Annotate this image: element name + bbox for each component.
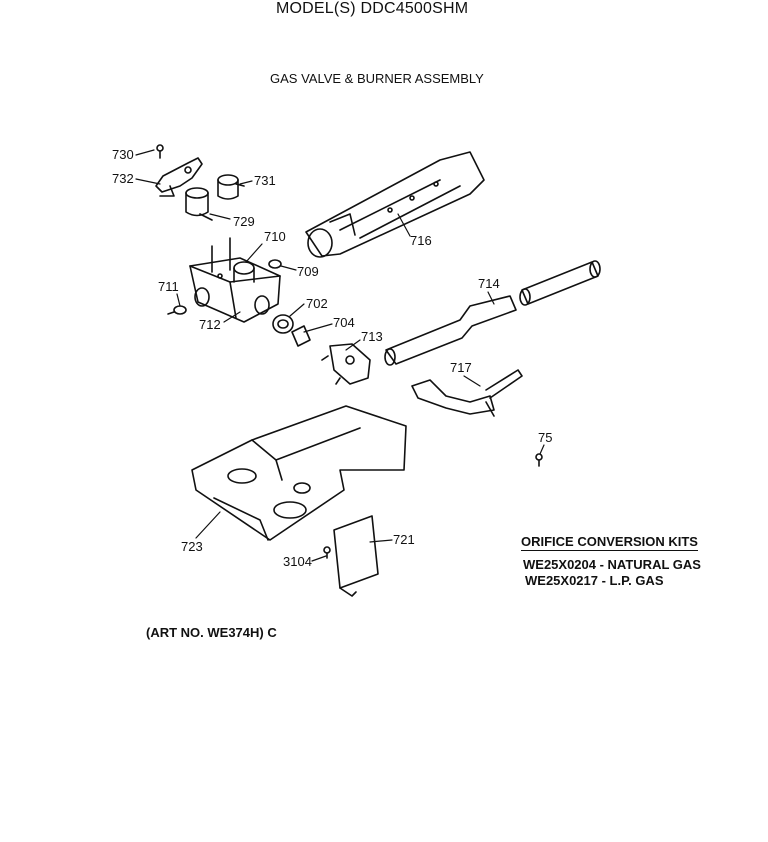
- part-3104-screw: [323, 546, 331, 559]
- callout-730: 730: [112, 147, 134, 162]
- section-title: GAS VALVE & BURNER ASSEMBLY: [270, 71, 484, 86]
- part-731-coil: [217, 174, 245, 200]
- part-716-burner: [305, 151, 485, 258]
- callout-723: 723: [181, 539, 203, 554]
- part-730-screw: [156, 144, 164, 159]
- leader-lines: [135, 149, 545, 562]
- page-title: MODEL(S) DDC4500SHM: [276, 0, 469, 17]
- orifice-kit-lp-gas: WE25X0217 - L.P. GAS: [525, 573, 664, 588]
- callout-709: 709: [297, 264, 319, 279]
- callout-711: 711: [158, 279, 179, 294]
- part-721-shield: [333, 515, 379, 597]
- callout-716: 716: [410, 233, 432, 248]
- part-702-nut: [272, 314, 294, 334]
- callout-704: 704: [333, 315, 355, 330]
- part-713-elbow: [321, 343, 371, 385]
- part-714-tube: [384, 295, 517, 366]
- part-704-orifice: [291, 325, 311, 347]
- part-729-coil: [185, 187, 213, 221]
- orifice-kit-natural-gas: WE25X0204 - NATURAL GAS: [523, 557, 701, 572]
- part-723-bracket: [191, 405, 407, 541]
- callout-729: 729: [233, 214, 255, 229]
- art-number: (ART NO. WE374H) C: [146, 625, 277, 640]
- part-75-screw: [535, 453, 543, 467]
- part-709-fitting: [268, 259, 282, 269]
- callout-712: 712: [199, 317, 221, 332]
- callout-713: 713: [361, 329, 383, 344]
- part-igniter-sleeve: [519, 260, 601, 306]
- callout-721: 721: [393, 532, 415, 547]
- part-717-igniter: [411, 369, 523, 417]
- callout-717: 717: [450, 360, 472, 375]
- callout-731: 731: [254, 173, 276, 188]
- callout-714: 714: [478, 276, 500, 291]
- callout-75: 75: [538, 430, 553, 445]
- part-gas-valve: [189, 237, 281, 323]
- callout-732: 732: [112, 171, 134, 186]
- part-711-fitting: [167, 305, 187, 315]
- orifice-kits-title: ORIFICE CONVERSION KITS: [521, 534, 698, 551]
- callout-710: 710: [264, 229, 286, 244]
- callout-702: 702: [306, 296, 328, 311]
- callout-3104: 3104: [283, 554, 312, 569]
- part-732-bracket: [155, 157, 203, 197]
